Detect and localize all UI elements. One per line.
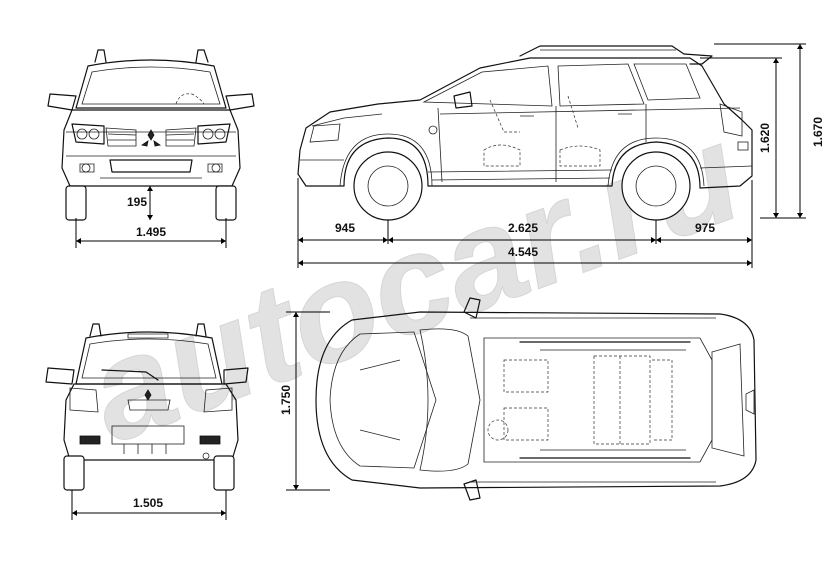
height-dimensions: 1.620 1.670 bbox=[700, 43, 825, 219]
side-view bbox=[297, 45, 753, 221]
watermark-text: autocar.ru bbox=[69, 93, 759, 472]
rear-track-label: 1.505 bbox=[133, 496, 163, 510]
overall-width-label: 1.750 bbox=[279, 385, 293, 415]
length-dimensions: 945 2.625 975 4.545 bbox=[297, 178, 753, 268]
body-height-label: 1.620 bbox=[758, 123, 772, 153]
front-track-dimension: 1.495 bbox=[75, 218, 227, 248]
overall-height-label: 1.670 bbox=[811, 117, 825, 147]
overall-width-dimension: 1.750 bbox=[279, 311, 330, 491]
front-overhang-label: 945 bbox=[335, 221, 355, 235]
watermark: autocar.ru bbox=[68, 93, 759, 473]
front-ground-clearance-dimension: 195 bbox=[127, 186, 153, 220]
front-track-label: 1.495 bbox=[136, 225, 166, 239]
top-view bbox=[315, 297, 757, 501]
front-view bbox=[47, 49, 255, 221]
rear-view bbox=[45, 323, 249, 491]
rear-overhang-label: 975 bbox=[695, 221, 715, 235]
overall-length-label: 4.545 bbox=[508, 245, 538, 259]
rear-track-dimension: 1.505 bbox=[71, 490, 227, 520]
front-ground-clearance-label: 195 bbox=[127, 195, 147, 209]
wheelbase-label: 2.625 bbox=[508, 221, 538, 235]
